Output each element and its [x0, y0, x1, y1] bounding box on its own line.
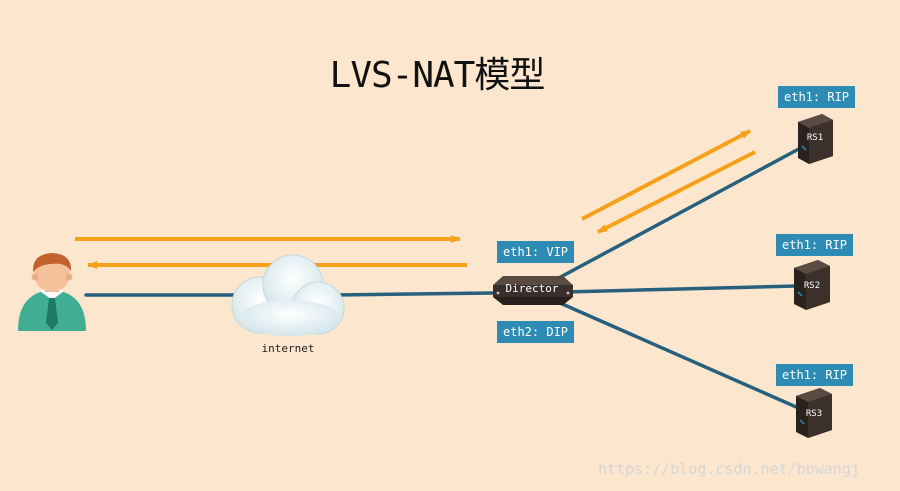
rs2-label: RS2 — [804, 281, 820, 291]
link-director-rs1 — [553, 142, 810, 282]
tag-rs1-rip: eth1: RIP — [778, 86, 856, 108]
cloud-label: internet — [262, 342, 315, 355]
tag-rs2-rip: eth1: RIP — [776, 234, 854, 256]
arrow-rs1-to-director — [597, 150, 756, 234]
server-icon — [493, 276, 573, 305]
link-cloud-director — [333, 291, 494, 297]
server-rs3-icon — [796, 388, 832, 438]
server-rs1-icon — [798, 114, 833, 164]
user-icon — [18, 253, 86, 331]
server-rs2-icon — [794, 260, 830, 310]
tag-rs3-rip: eth1: RIP — [776, 364, 854, 386]
arrow-director-to-rs1 — [581, 129, 751, 221]
rs3-label: RS3 — [806, 409, 822, 419]
link-director-rs2 — [563, 284, 798, 294]
cloud-icon — [231, 254, 345, 336]
link-director-rs3 — [558, 301, 805, 412]
diagram-title: LVS-NAT模型 — [329, 55, 546, 96]
tag-director-dip: eth2: DIP — [497, 321, 575, 343]
rs1-label: RS1 — [807, 133, 823, 143]
watermark: https://blog.csdn.net/bbwangj — [598, 460, 860, 478]
director-label: Director — [506, 282, 559, 295]
network-links — [84, 142, 810, 412]
tag-director-vip: eth1: VIP — [497, 241, 575, 263]
traffic-arrows — [75, 129, 756, 269]
